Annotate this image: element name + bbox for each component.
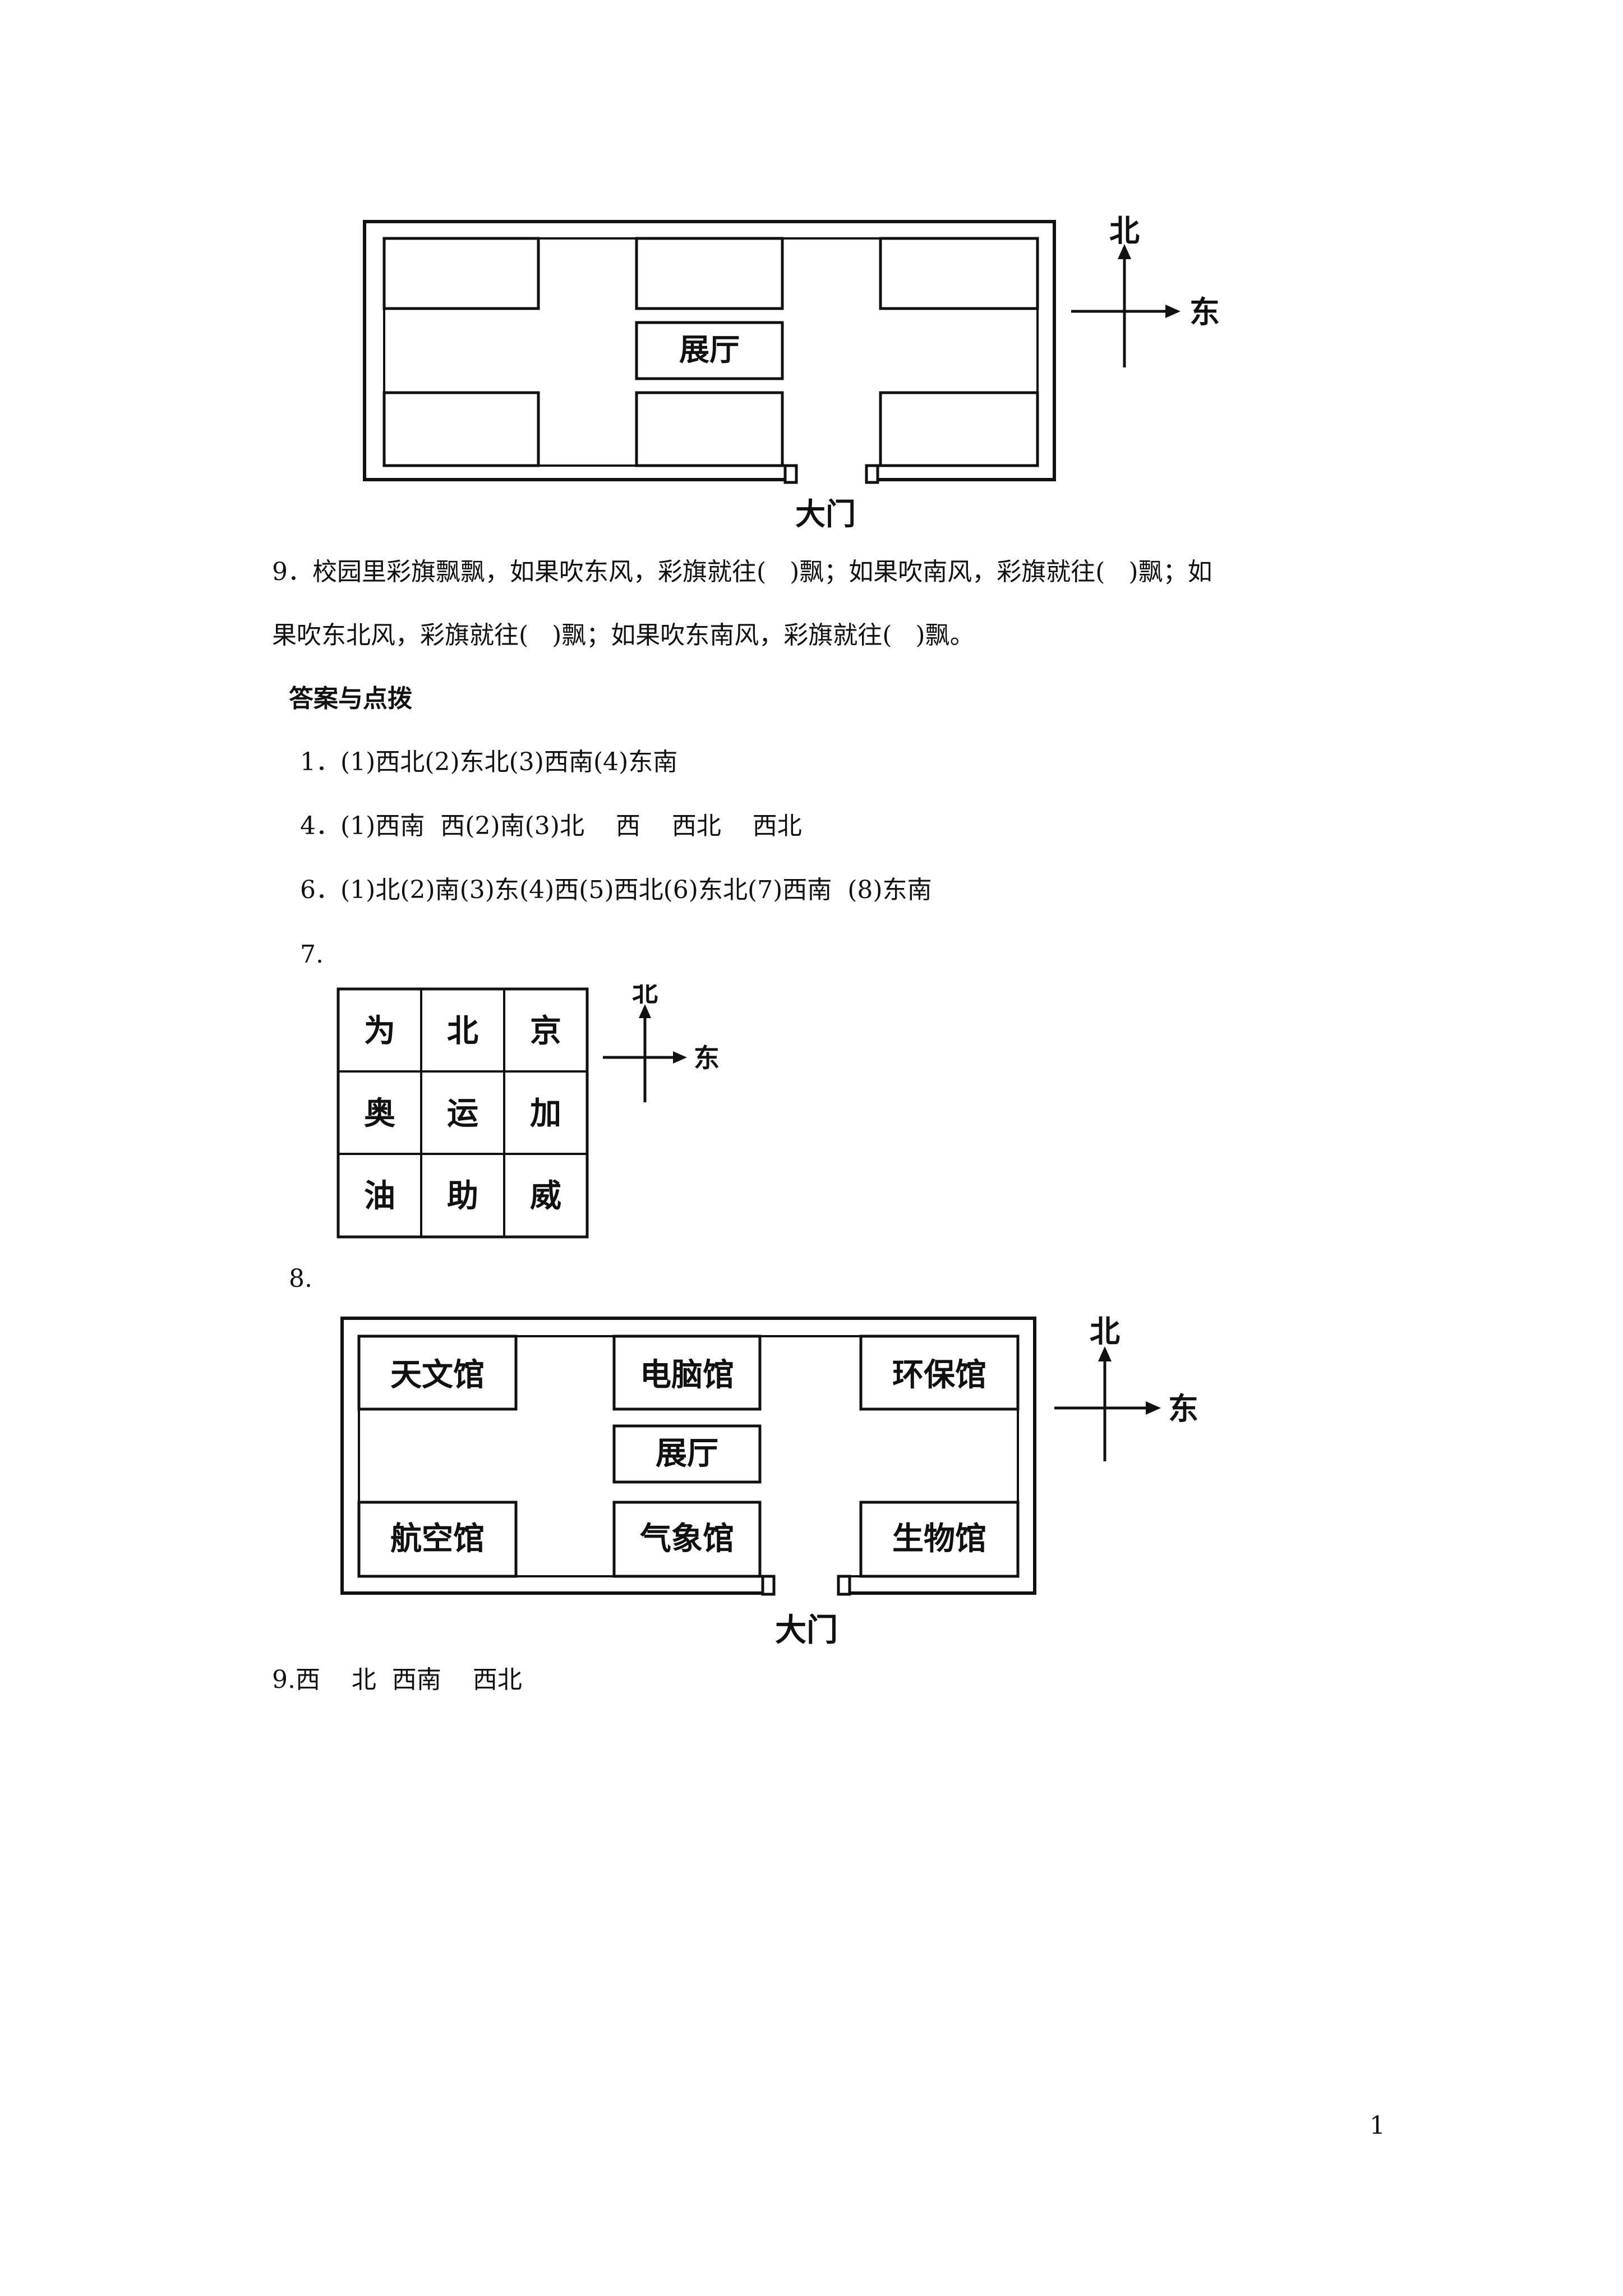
room-biology: 生物馆 [892,1521,986,1557]
room-computer: 电脑馆 [640,1357,734,1393]
gate-label: 大门 [795,496,856,532]
grid-cell-5: 运 [447,1096,478,1132]
grid-cell-8: 助 [447,1178,478,1214]
compass-icon [1054,1346,1161,1461]
character-grid: 为 北 京 奥 运 加 油 助 威 北 东 [334,977,737,1243]
grid-cell-2: 北 [447,1013,478,1050]
campus-map-question: 展厅 大门 北 东 [336,202,1279,550]
gate-label: 大门 [775,1612,838,1649]
grid-cell-7: 油 [364,1178,395,1214]
compass-east-label: 东 [1168,1391,1198,1427]
grid-cell-1: 为 [364,1013,395,1050]
grid-cell-4: 奥 [364,1096,395,1132]
answer-6: 6．(1)北(2)南(3)东(4)西(5)西北(6)东北(7)西南 (8)东南 [300,876,932,904]
compass-icon [603,1004,687,1102]
answer-1: 1．(1)西北(2)东北(3)西南(4)东南 [300,748,678,776]
room-environment: 环保馆 [892,1357,986,1393]
compass-north-label: 北 [632,984,658,1007]
hall-label: 展厅 [679,332,740,367]
character-grid-drawing: 为 北 京 奥 运 加 油 助 威 北 东 [336,977,720,1239]
room-hall: 展厅 [656,1435,718,1472]
grid-cell-6: 加 [530,1096,561,1132]
room-weather: 气象馆 [640,1521,734,1557]
compass-east-label: 东 [694,1043,720,1073]
grid-cell-9: 威 [530,1178,561,1214]
compass-icon [1071,244,1181,367]
campus-map-drawing: 展厅 大门 北 东 [363,213,1220,532]
compass-north-label: 北 [1090,1314,1120,1349]
answer-8: 8. [289,1264,312,1293]
room-aviation: 航空馆 [390,1521,485,1557]
compass-east-label: 东 [1189,295,1220,330]
answers-heading: 答案与点拨 [289,684,412,713]
answer-9: 9.西 北 西南 西北 [272,1665,522,1694]
grid-cell-3: 京 [530,1013,561,1050]
answer-4: 4．(1)西南 西(2)南(3)北 西 西北 西北 [300,812,802,840]
question-9-line-1: 9．校园里彩旗飘飘，如果吹东风，彩旗就往( )飘；如果吹南风，彩旗就往( )飘；… [272,558,1212,586]
answer-7: 7. [300,940,324,969]
compass-north-label: 北 [1109,213,1140,249]
campus-map-answer-drawing: 天文馆 电脑馆 环保馆 展厅 航空馆 气象馆 生物馆 大门 北 东 [340,1314,1198,1649]
question-9-line-2: 果吹东北风，彩旗就往( )飘；如果吹东南风，彩旗就往( )飘。 [272,621,975,650]
campus-map-answer: 天文馆 电脑馆 环保馆 展厅 航空馆 气象馆 生物馆 大门 北 东 [331,1307,1262,1655]
page-number: 1 [1370,2111,1385,2140]
room-astronomy: 天文馆 [390,1357,485,1393]
